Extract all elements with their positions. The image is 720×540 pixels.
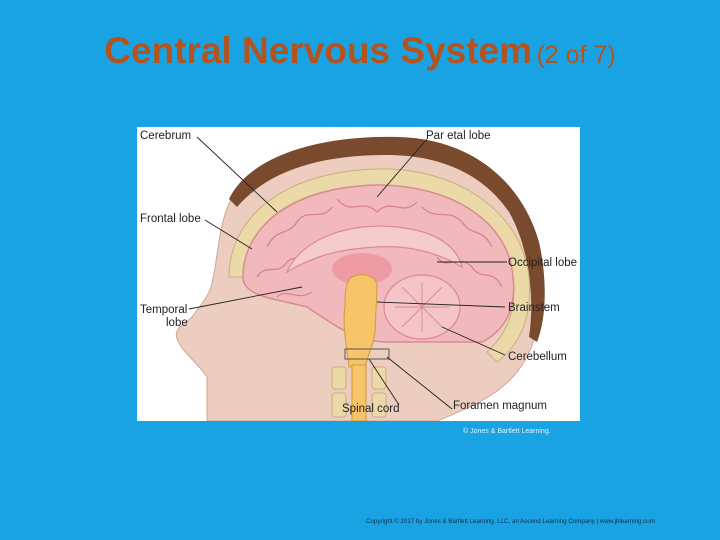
brain-drawing — [137, 127, 580, 421]
copyright-footer: Copyright © 2017 by Jones & Bartlett Lea… — [366, 518, 655, 525]
label-cerebrum: Cerebrum — [140, 130, 191, 142]
label-temporal-lobe-line2: lobe — [166, 317, 188, 329]
label-cerebellum: Cerebellum — [508, 351, 567, 363]
image-credit: © Jones & Bartlett Learning. — [463, 428, 551, 435]
slide-title: Central Nervous System (2 of 7) — [0, 30, 720, 72]
brain-illustration: Cerebrum Par etal lobe Frontal lobe Occi… — [137, 127, 580, 421]
title-sub: (2 of 7) — [536, 41, 615, 69]
label-spinal-cord: Spinal cord — [342, 403, 400, 415]
label-frontal-lobe: Frontal lobe — [140, 213, 201, 225]
title-main: Central Nervous System — [104, 30, 532, 71]
label-occipital-lobe: Occipital lobe — [508, 257, 577, 269]
label-temporal-lobe-line1: Temporal — [140, 304, 187, 316]
label-parietal-lobe: Par etal lobe — [426, 130, 491, 142]
label-brainstem: Brainstem — [508, 302, 560, 314]
label-foramen-magnum: Foramen magnum — [453, 400, 547, 412]
